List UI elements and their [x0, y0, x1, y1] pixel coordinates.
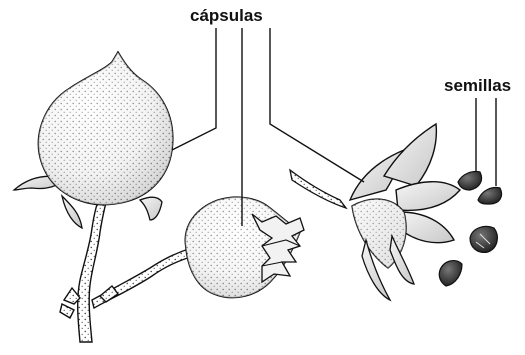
label-semillas: semillas [444, 76, 511, 96]
capsule-open [290, 124, 460, 300]
capsule-opening [185, 197, 304, 297]
seed [478, 188, 502, 205]
seed [458, 171, 482, 190]
seed [439, 261, 462, 286]
label-capsulas: cápsulas [190, 6, 263, 26]
plant-stem [60, 184, 194, 342]
seed [470, 226, 497, 252]
capsule-closed [14, 52, 173, 228]
capsulas-leader-lines [172, 28, 364, 226]
